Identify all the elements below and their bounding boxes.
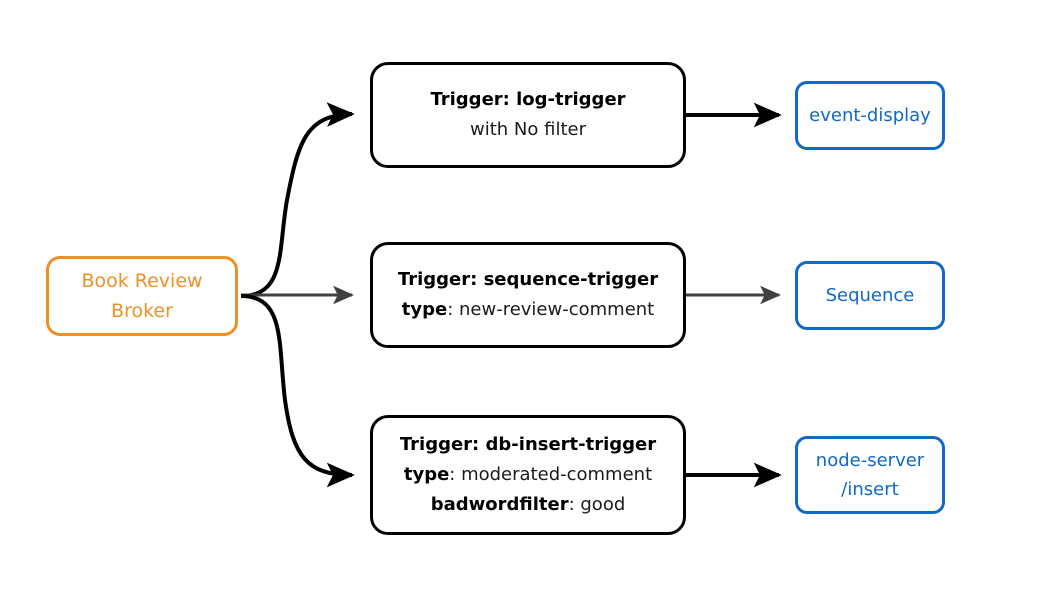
db-insert-trigger-type: type: moderated-comment xyxy=(404,460,652,490)
broker-label-line2: Broker xyxy=(111,300,173,322)
db-insert-trigger-type-value: : moderated-comment xyxy=(449,464,653,485)
edge-broker-to-log-trigger xyxy=(240,102,355,298)
log-trigger-filter: with No filter xyxy=(470,115,586,145)
log-trigger-title: Trigger: log-trigger xyxy=(430,85,625,115)
node-sink-event-display[interactable]: event-display xyxy=(795,81,945,150)
db-insert-trigger-title-label: Trigger: xyxy=(399,434,486,455)
db-insert-trigger-badwordfilter: badwordfilter: good xyxy=(431,490,626,520)
db-insert-trigger-title-value: db-insert-trigger xyxy=(485,434,657,455)
event-display-label: event-display xyxy=(809,105,931,126)
node-trigger-db-insert-trigger[interactable]: Trigger: db-insert-trigger type: moderat… xyxy=(370,415,686,535)
node-server-label-line1: node-server xyxy=(815,450,925,471)
db-insert-trigger-type-key: type xyxy=(403,464,450,485)
log-trigger-title-label: Trigger: xyxy=(430,89,517,110)
node-sink-sequence[interactable]: Sequence xyxy=(795,261,945,330)
broker-label-line1: Book Review xyxy=(81,270,203,292)
sequence-trigger-title: Trigger: sequence-trigger xyxy=(398,265,658,295)
node-server-label-line2: /insert xyxy=(841,479,899,500)
log-trigger-filter-text: with No filter xyxy=(470,119,586,140)
sequence-trigger-title-label: Trigger: xyxy=(397,269,484,290)
db-insert-trigger-badwordfilter-key: badwordfilter xyxy=(430,494,569,515)
sequence-trigger-type-value: : new-review-comment xyxy=(447,299,655,320)
node-book-review-broker[interactable]: Book Review Broker xyxy=(46,256,238,336)
node-trigger-sequence-trigger[interactable]: Trigger: sequence-trigger type: new-revi… xyxy=(370,242,686,348)
sequence-trigger-type: type: new-review-comment xyxy=(402,295,654,325)
db-insert-trigger-title: Trigger: db-insert-trigger xyxy=(400,430,656,460)
node-sink-node-server-insert[interactable]: node-server /insert xyxy=(795,436,945,514)
sequence-trigger-title-value: sequence-trigger xyxy=(483,269,659,290)
sequence-trigger-type-key: type xyxy=(401,299,448,320)
log-trigger-title-value: log-trigger xyxy=(516,89,626,110)
edge-broker-to-db-insert-trigger xyxy=(240,294,355,488)
sequence-label: Sequence xyxy=(825,285,915,306)
node-trigger-log-trigger[interactable]: Trigger: log-trigger with No filter xyxy=(370,62,686,168)
db-insert-trigger-badwordfilter-value: : good xyxy=(568,494,626,515)
